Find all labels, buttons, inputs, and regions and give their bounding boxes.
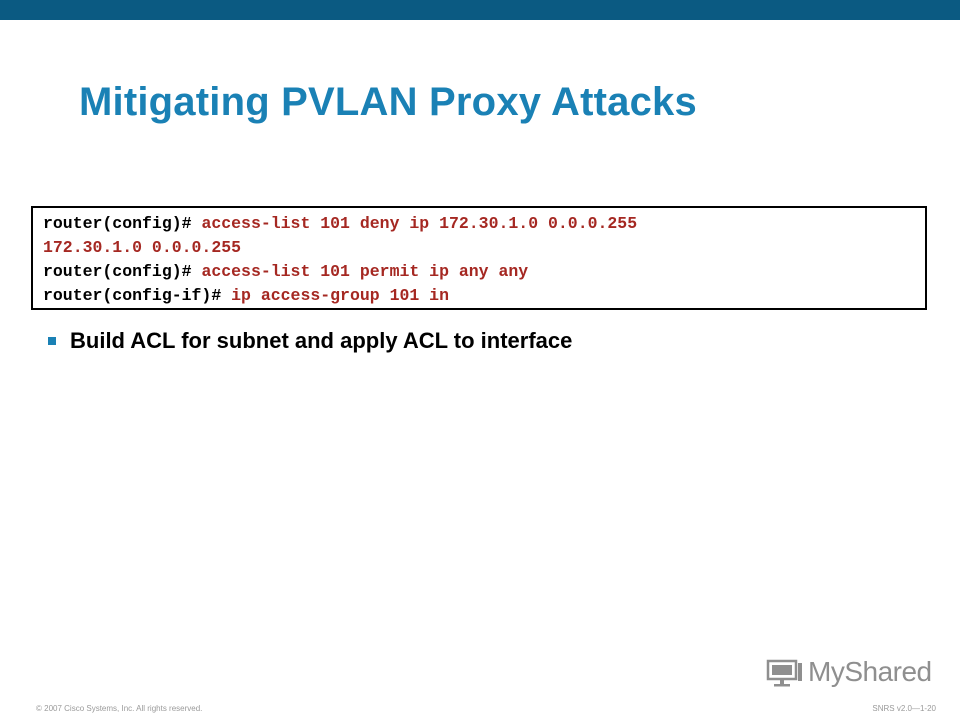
myshared-logo: MyShared — [766, 656, 932, 688]
header-bar — [0, 0, 960, 20]
bullet-text: Build ACL for subnet and apply ACL to in… — [70, 328, 573, 353]
logo-text: MyShared — [808, 656, 932, 687]
code-command: 172.30.1.0 0.0.0.255 — [43, 238, 242, 257]
presentation-screen-icon — [766, 659, 802, 687]
bullet-item: Build ACL for subnet and apply ACL to in… — [48, 328, 572, 354]
code-block: router(config)# access-list 101 deny ip … — [31, 206, 927, 310]
code-line: router(config)# access-list 101 permit i… — [43, 260, 925, 284]
code-command: access-list 101 permit ip any any — [201, 262, 529, 281]
code-line: 172.30.1.0 0.0.0.255 — [43, 236, 925, 260]
code-command: access-list 101 deny ip 172.30.1.0 0.0.0… — [201, 214, 638, 233]
copyright-text: © 2007 Cisco Systems, Inc. All rights re… — [36, 704, 203, 713]
code-line: router(config)# access-list 101 deny ip … — [43, 212, 925, 236]
square-bullet-icon — [48, 337, 56, 345]
code-prompt: router(config)# — [43, 262, 202, 281]
course-reference: SNRS v2.0—1-20 — [872, 704, 936, 713]
code-line: router(config-if)# ip access-group 101 i… — [43, 284, 925, 308]
code-prompt: router(config-if)# — [43, 286, 232, 305]
code-command: ip access-group 101 in — [231, 286, 449, 305]
code-prompt: router(config)# — [43, 214, 202, 233]
slide-title: Mitigating PVLAN Proxy Attacks — [79, 80, 697, 124]
